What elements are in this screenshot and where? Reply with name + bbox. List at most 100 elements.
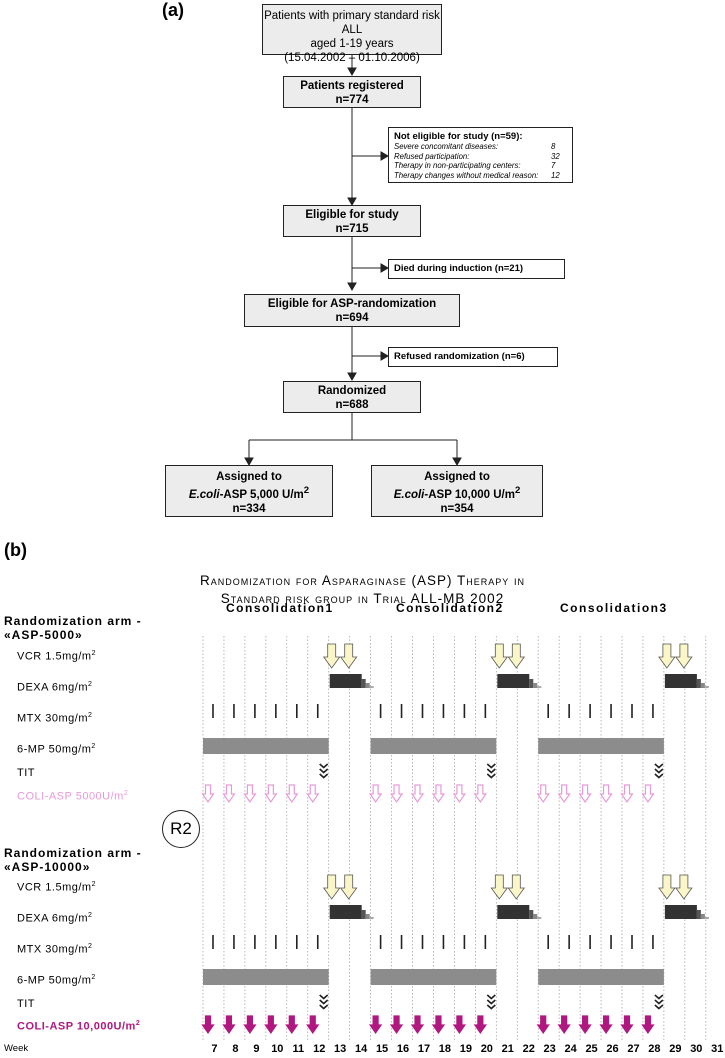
sup: 2: [88, 712, 93, 719]
dexa-taper: [533, 683, 538, 688]
week-number: 18: [438, 1043, 452, 1055]
registered-n: n=774: [335, 94, 369, 106]
registered-label: Patients registered: [300, 80, 404, 92]
week-number: 20: [480, 1043, 493, 1055]
randomized-label: Randomized: [317, 385, 387, 397]
coli-asp-arrow: [431, 1015, 446, 1035]
row-dexa-arm1: DEXA 6mg/m2: [17, 681, 92, 694]
arm2-line1: Randomization arm -: [4, 846, 142, 860]
coli-asp-arrow: [285, 784, 299, 804]
tit-chevron: [486, 994, 496, 1000]
dexa-taper: [704, 917, 709, 919]
box-randomized: Randomized n=688: [283, 381, 421, 413]
phase-consolidation1: Consolidation1: [226, 601, 334, 615]
vcr-arrow: [339, 643, 358, 669]
dexa-taper: [365, 683, 370, 688]
six-mp-bar: [203, 738, 329, 754]
week-number: 13: [334, 1043, 347, 1055]
flowchart-connectors: [244, 55, 462, 467]
sup: 2: [91, 974, 96, 981]
coli-asp-arrow: [578, 1015, 592, 1035]
six-mp-bar: [538, 738, 664, 754]
week-number: 28: [648, 1043, 661, 1055]
tit-chevron: [654, 999, 664, 1005]
dexa-bar: [329, 674, 362, 688]
r2-circle: R2: [162, 810, 200, 848]
row-value: 32: [551, 151, 560, 161]
sup: 2: [123, 790, 129, 797]
row-value: 12: [551, 170, 560, 180]
vcr-arrow: [490, 643, 509, 669]
row-text: COLI-ASP 10,000U/m: [17, 1020, 136, 1033]
week-number: 8: [232, 1043, 239, 1055]
arm-left-line1: Assigned to: [216, 471, 282, 483]
row-label: Severe concomitant diseases:: [394, 142, 499, 151]
arm1-line2: «ASP-5000»: [4, 628, 83, 642]
dexa-taper: [369, 917, 374, 919]
dexa-bar: [329, 905, 362, 919]
protocol-title-line1: Randomization for Asparaginase (ASP) The…: [200, 573, 525, 588]
arm-right-n: n=354: [440, 502, 474, 515]
box-top-line3: (15.04.2002 – 01.10.2006): [284, 52, 420, 64]
week-number: 11: [292, 1043, 305, 1055]
vcr-arrow: [339, 874, 358, 900]
not-eligible-row: Refused participation:32: [394, 152, 567, 162]
arm-right-line1: Assigned to: [424, 471, 490, 483]
row-coliasp-arm2: COLI-ASP 10,000U/m2: [17, 1020, 140, 1033]
vcr-arrow: [658, 643, 676, 669]
tit-chevron: [319, 773, 329, 779]
coli-asp-arrow: [452, 784, 467, 804]
coli-asp-arrow: [222, 1015, 236, 1035]
vcr-arrow: [507, 643, 526, 669]
row-vcr-arm1: VCR 1.5mg/m2: [17, 650, 96, 663]
row-dexa-arm2: DEXA 6mg/m2: [17, 912, 92, 925]
box-top-line2: aged 1-19 years: [310, 38, 394, 50]
dexa-taper: [704, 686, 709, 688]
coli-asp-arrow: [557, 1015, 571, 1035]
dexa-bar: [664, 905, 697, 919]
week-number: 17: [417, 1043, 431, 1055]
coli-asp-arrow: [264, 1015, 278, 1035]
box-patients-primary: Patients with primary standard risk ALL …: [262, 4, 442, 64]
dexa-taper: [365, 914, 370, 919]
dexa-taper: [537, 917, 542, 919]
refused-text: Refused randomization (n=6): [394, 351, 525, 362]
coli-asp-arrow: [536, 784, 550, 804]
dexa-taper: [696, 679, 701, 688]
coli-asp-arrow: [473, 784, 487, 804]
row-text: DEXA 6mg/m: [17, 681, 89, 694]
week-number: 12: [313, 1043, 326, 1055]
coli-asp-arrow: [557, 784, 571, 804]
vcr-arrow: [507, 874, 526, 900]
tit-chevron: [654, 768, 664, 774]
dexa-bar: [497, 674, 530, 688]
tit-chevron: [319, 763, 329, 769]
week-number: 29: [669, 1043, 682, 1055]
coli-asp-arrow: [620, 784, 634, 804]
dexa-taper: [533, 914, 538, 919]
six-mp-bar: [203, 969, 329, 985]
randomized-n: n=688: [335, 399, 369, 411]
box-not-eligible: Not eligible for study (n=59): Severe co…: [388, 127, 573, 183]
arm2-line2: «ASP-10000»: [4, 860, 91, 874]
row-text: DEXA 6mg/m: [17, 912, 89, 925]
box-arm-5000: Assigned to E.coli-ASP 5,000 U/m2 n=334: [165, 465, 333, 517]
row-value: 7: [551, 161, 556, 170]
phase-consolidation3: Consolidation3: [560, 601, 668, 615]
box-top-line1: Patients with primary standard risk ALL: [264, 10, 440, 36]
coli-asp-arrow: [222, 784, 236, 804]
week-number: 15: [375, 1043, 389, 1055]
sup: 2: [135, 1020, 141, 1027]
dexa-taper: [369, 686, 374, 688]
sup: 2: [91, 743, 96, 750]
row-6mp-arm2: 6-MP 50mg/m2: [17, 974, 96, 987]
row-text: TIT: [17, 998, 35, 1010]
coli-asp-arrow: [264, 784, 278, 804]
vcr-arrow: [322, 874, 341, 900]
asp-eligible-label: Eligible for ASP-randomization: [267, 298, 437, 310]
row-tit-arm2: TIT: [17, 998, 35, 1010]
coli-asp-arrow: [285, 1015, 299, 1035]
arm1-title: Randomization arm - «ASP-5000»: [4, 614, 142, 642]
tit-chevron: [486, 1004, 496, 1010]
week-number: 31: [711, 1043, 724, 1055]
